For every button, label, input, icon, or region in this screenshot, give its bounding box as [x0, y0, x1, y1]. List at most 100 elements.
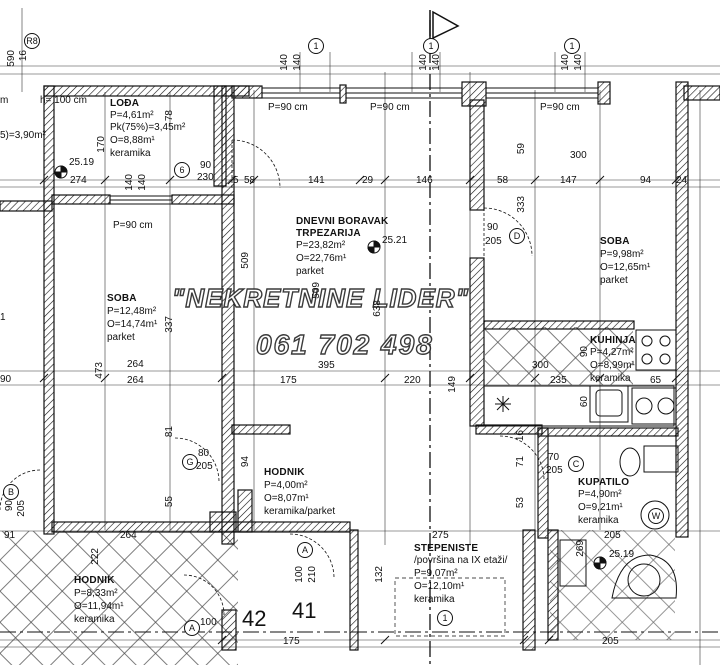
marker-r8: R8: [24, 33, 40, 49]
door-marker-g: G: [182, 454, 198, 470]
dim-140-c: 140: [418, 54, 429, 71]
loda-floor: keramika: [110, 148, 151, 159]
dim-140-e: 140: [560, 54, 571, 71]
hallway-low-name: HODNIK: [74, 575, 115, 586]
left-fragment-1: 1: [0, 312, 6, 323]
tiled-areas: [0, 327, 675, 665]
left-room-area-fragment: 5)=3,90m²: [0, 130, 46, 141]
hallway-low-perimeter: O=11,94m¹: [74, 601, 124, 612]
dim-140-b: 140: [292, 54, 303, 71]
hallway-mid-name: HODNIK: [264, 467, 305, 478]
dim-147: 147: [560, 175, 577, 186]
hallway-mid-area: P=4,00m²: [264, 480, 308, 491]
dim-53: 53: [515, 497, 526, 509]
dim-509-b: 509: [311, 282, 322, 299]
dim-140-a: 140: [279, 54, 290, 71]
window-label-1: P=90 cm: [268, 102, 308, 113]
dim-16-b: 16: [515, 430, 526, 442]
dim-205-d: 205: [16, 500, 27, 517]
dim-65: 65: [650, 375, 662, 386]
bathroom-fixtures: [559, 445, 679, 599]
dim-140-d: 140: [431, 54, 442, 71]
washer-marker-w: W: [648, 508, 664, 524]
dim-300-b: 300: [532, 360, 549, 371]
dim-337: 337: [164, 316, 175, 333]
dim-5: 5: [233, 175, 239, 186]
dim-100-a: 100: [294, 566, 305, 583]
dim-58-b: 58: [497, 175, 509, 186]
bedroom-right-floor: parket: [600, 275, 628, 286]
dim-141: 141: [308, 175, 325, 186]
dim-333: 333: [516, 196, 527, 213]
dim-170: 170: [96, 136, 107, 153]
bedroom-right-perimeter: O=12,65m¹: [600, 262, 651, 273]
dim-140-f: 140: [573, 54, 584, 71]
dim-24: 24: [676, 175, 688, 186]
dim-59: 59: [516, 143, 527, 155]
dim-220: 220: [404, 375, 421, 386]
dim-132: 132: [374, 566, 385, 583]
dim-205-c: 205: [546, 465, 563, 476]
dim-275: 275: [432, 530, 449, 541]
apartment-number-left: 42: [242, 606, 267, 631]
dim-638: 638: [372, 300, 383, 317]
window-label-4: P=90 cm: [113, 220, 153, 231]
dim-235: 235: [550, 375, 567, 386]
door-marker-d: D: [509, 228, 525, 244]
hallway-low-area: P=8,33m²: [74, 588, 118, 599]
living-room-floor: parket: [296, 266, 324, 277]
door-marker-c: C: [568, 456, 584, 472]
door-marker-b: B: [3, 484, 19, 500]
level-label-3: 25.19: [609, 549, 635, 560]
hallway-mid-perimeter: O=8,07m¹: [264, 493, 309, 504]
kitchen-name: KUHINJA: [590, 335, 636, 346]
dim-230: 230: [197, 172, 214, 183]
bedroom-left-name: SOBA: [107, 293, 137, 304]
window-label-3: P=90 cm: [540, 102, 580, 113]
window-label-2: P=90 cm: [370, 102, 410, 113]
grid-marker-1b: 1: [423, 38, 439, 54]
dim-80: 80: [198, 448, 210, 459]
bathroom-floor: keramika: [578, 515, 619, 526]
dim-90-d: 90: [579, 346, 590, 358]
loda-area: P=4,61m²: [110, 110, 154, 121]
dim-264-b: 264: [127, 375, 144, 386]
dim-509-a: 509: [240, 252, 251, 269]
staircase-floor: keramika: [414, 594, 455, 605]
dim-269: 269: [575, 540, 586, 557]
bathroom-perimeter: O=9,21m¹: [578, 502, 623, 513]
dim-140-v: 140: [124, 174, 135, 191]
dining-room-name: TRPEZARIJA: [296, 228, 361, 239]
bedroom-left-floor: parket: [107, 332, 135, 343]
dim-55: 55: [164, 496, 175, 508]
dim-29: 29: [362, 175, 374, 186]
walls: [0, 81, 720, 651]
dim-146: 146: [416, 175, 433, 186]
left-dim-fragment-90: 90: [0, 374, 12, 385]
grid-marker-1a: 1: [308, 38, 324, 54]
kitchen-floor: keramika: [590, 373, 631, 384]
marker-six: 6: [174, 162, 190, 178]
kitchen-area: P=4,27m²: [590, 347, 634, 358]
dim-175-a: 175: [280, 375, 297, 386]
grid-marker-1c: 1: [564, 38, 580, 54]
dim-175-b: 175: [283, 636, 300, 647]
kitchen-perimeter: O=8,99m¹: [590, 360, 635, 371]
hallway-low-floor: keramika: [74, 614, 115, 625]
living-room-area: P=23,82m²: [296, 240, 346, 251]
dim-78: 78: [164, 110, 175, 122]
dim-90-a: 90: [200, 160, 212, 171]
living-room-name: DNEVNI BORAVAK: [296, 216, 389, 227]
level-marker-icons: [54, 165, 607, 570]
dim-71: 71: [515, 456, 526, 468]
dim-60: 60: [579, 396, 590, 408]
vent-star-icon: [495, 396, 511, 412]
dim-90-e: 90: [4, 500, 15, 512]
door-marker-a2: A: [184, 620, 200, 636]
dim-81: 81: [164, 426, 175, 438]
watermark-phone: 061 702 498: [255, 328, 434, 360]
bedroom-left-area: P=12,48m²: [107, 306, 157, 317]
staircase-perimeter: O=12,10m¹: [414, 581, 465, 592]
hallway-mid-floor: keramika/parket: [264, 506, 336, 517]
